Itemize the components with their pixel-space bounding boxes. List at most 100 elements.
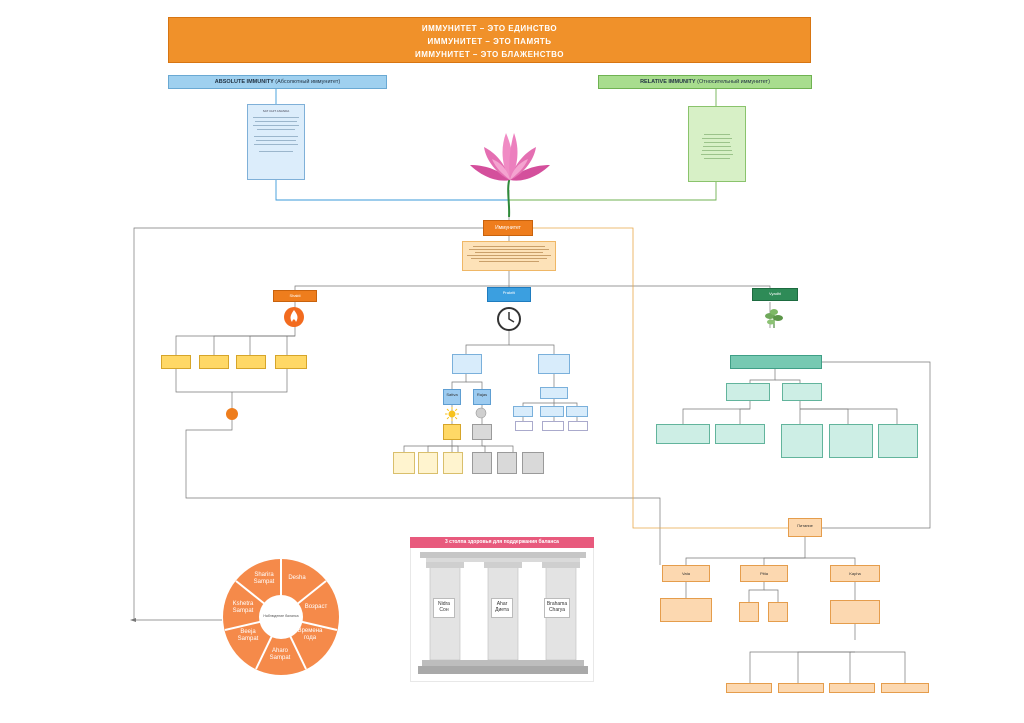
shakti-child-3 [236, 355, 266, 369]
kapha-leaf-3 [829, 683, 875, 693]
wheel-segment-aharo: Aharo Sampat [263, 648, 297, 664]
clock-icon [497, 307, 521, 331]
absolute-immunity-subtitle: (Абсолютный иммунитет) [275, 79, 341, 85]
kapha-leaf-2 [778, 683, 824, 693]
sattva-node: Sattva [443, 389, 461, 405]
rajas-leaf-2 [497, 452, 517, 474]
branch-prakriti: Prakriti [487, 287, 531, 302]
wheel-seasons-b: года [303, 635, 317, 641]
rajas-leaf-1 [472, 452, 492, 474]
wheel-center-label: Наблюдение баланса [263, 614, 299, 618]
pillars-illustration [418, 552, 588, 674]
prakriti-child-1 [452, 354, 482, 374]
shakti-child-2 [199, 355, 229, 369]
wheel-beeja-a: Beeja [240, 629, 256, 635]
kapha-leaf-1 [726, 683, 772, 693]
wheel-segment-age: Возраст [299, 604, 333, 614]
prakriti-child-4 [513, 406, 533, 417]
wheel-segment-sharira: Sharira Sampat [247, 572, 281, 588]
wheel-sharira-a: Sharira [254, 572, 274, 578]
balance-wheel [223, 559, 339, 675]
herb-icon [765, 309, 783, 328]
moon-icon [475, 407, 487, 419]
pillar-brahama-bottom: Charya [548, 607, 566, 613]
prakriti-leaf-2 [542, 421, 564, 431]
vyadhi-leaf-1 [656, 424, 710, 444]
wheel-desha-a: Desha [288, 575, 306, 581]
prakriti-child-3 [540, 387, 568, 399]
title-banner: ИММУНИТЕТ – ЭТО ЕДИНСТВО ИММУНИТЕТ – ЭТО… [168, 17, 811, 63]
banner-line-bliss: ИММУНИТЕТ – ЭТО БЛАЖЕНСТВО [415, 50, 564, 59]
wheel-kshetra-b: Sampat [232, 608, 254, 614]
sattva-leaf-1 [393, 452, 415, 474]
vata-detail [660, 598, 712, 622]
prakriti-child-6 [566, 406, 588, 417]
relative-immunity-header: RELATIVE IMMUNITY (Относительный иммунит… [598, 75, 812, 89]
wheel-segment-beeja: Beeja Sampat [231, 629, 265, 645]
pillar-ahar-bottom: Диета [495, 607, 509, 613]
lotus-icon [470, 133, 550, 217]
kapha-leaf-4 [881, 683, 929, 693]
vyadhi-leaf-4 [829, 424, 873, 458]
shakti-child-1 [161, 355, 191, 369]
rajas-leaf-3 [522, 452, 544, 474]
banner-line-memory: ИММУНИТЕТ – ЭТО ПАМЯТЬ [427, 37, 552, 46]
pillar-brahama-top: Brahama [546, 601, 568, 607]
shakti-child-4 [275, 355, 307, 369]
wheel-beeja-b: Sampat [237, 636, 259, 642]
prakriti-child-2 [538, 354, 570, 374]
rajas-node: Rajas [473, 389, 491, 405]
branch-shakti: Shakti [273, 290, 317, 302]
absolute-immunity-header: ABSOLUTE IMMUNITY (Абсолютный иммунитет) [168, 75, 387, 89]
pitta-detail-1 [739, 602, 759, 622]
immunity-node: Иммунитет [483, 220, 533, 236]
wheel-seasons-a: Времена [297, 628, 323, 634]
health-pillars-title: 3 столпа здоровья для поддержания баланс… [410, 537, 594, 548]
pillar-ahar-top: Ahar [496, 601, 508, 607]
relative-immunity-subtitle: (Относительный иммунитет) [697, 79, 770, 85]
sattva-leaf-2 [418, 452, 438, 474]
prakriti-leaf-3 [568, 421, 588, 431]
shakti-merge-dot [226, 408, 238, 420]
branch-vyadhi: Vyadhi [752, 288, 798, 301]
pillar-nidra-bottom: Сон [439, 607, 449, 613]
wheel-segment-kshetra: Kshetra Sampat [226, 601, 260, 617]
sun-icon [445, 407, 459, 421]
nutrition-node: Питание [788, 518, 822, 537]
prakriti-leaf-1 [515, 421, 533, 431]
absolute-immunity-note: SAT CHIT ANANDA [247, 104, 305, 180]
vyadhi-classification [730, 355, 822, 369]
dosha-node-vata: Vata [662, 565, 710, 582]
absolute-immunity-title: ABSOLUTE IMMUNITY [214, 79, 274, 85]
rajas-detail [472, 424, 492, 440]
relative-immunity-title: RELATIVE IMMUNITY [640, 79, 696, 85]
absolute-note-head: SAT CHIT ANANDA [262, 109, 290, 113]
pillar-label-nidra: Nidra Сон [433, 598, 455, 618]
wheel-sharira-b: Sampat [253, 579, 275, 585]
pillar-label-ahar: Ahar Диета [491, 598, 513, 618]
kapha-detail [830, 600, 880, 624]
absolute-note-lines [251, 117, 301, 152]
vyadhi-leaf-3 [781, 424, 823, 458]
wheel-aharo-a: Aharo [271, 648, 288, 654]
wheel-aharo-b: Sampat [269, 655, 291, 661]
relative-immunity-note [688, 106, 746, 182]
prakriti-child-5 [540, 406, 564, 417]
vyadhi-child-1 [726, 383, 770, 401]
vyadhi-child-2 [782, 383, 822, 401]
pitta-detail-2 [768, 602, 788, 622]
vyadhi-leaf-5 [878, 424, 918, 458]
wheel-segment-seasons: Времена года [293, 628, 327, 644]
dosha-node-pitta: Pitta [740, 565, 788, 582]
wheel-age-a: Возраст [304, 604, 328, 610]
flame-icon [284, 307, 304, 327]
banner-line-unity: ИММУНИТЕТ – ЭТО ЕДИНСТВО [421, 24, 558, 33]
pillar-label-brahama: Brahama Charya [544, 598, 570, 618]
pillar-nidra-top: Nidra [438, 601, 450, 607]
sattva-detail [443, 424, 461, 440]
vyadhi-leaf-2 [715, 424, 765, 444]
immunity-description [462, 241, 556, 271]
wheel-segment-desha: Desha [282, 575, 312, 585]
dosha-node-kapha: Kapha [830, 565, 880, 582]
sattva-leaf-3 [443, 452, 463, 474]
